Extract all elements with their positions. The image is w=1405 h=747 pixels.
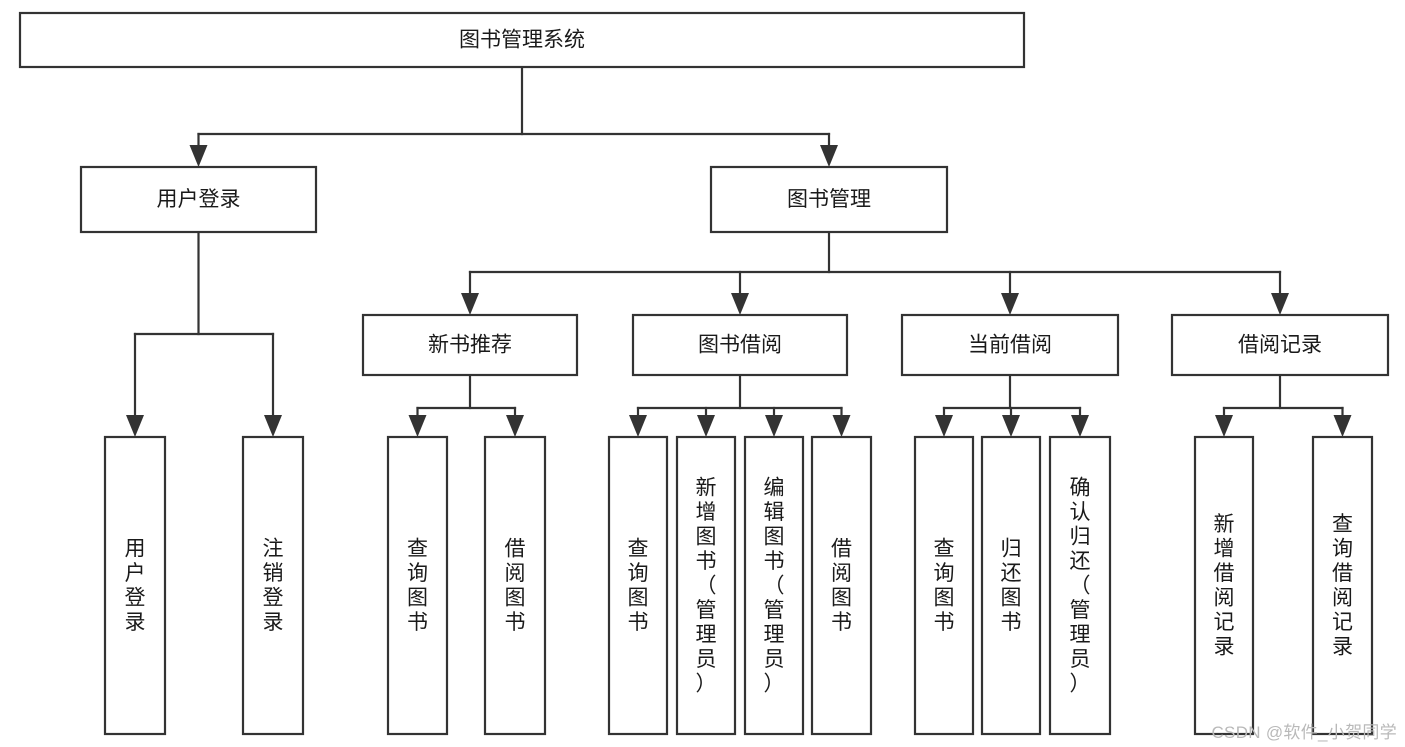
node-root[interactable]: 图书管理系统 [18, 11, 1026, 69]
arrow-head-icon-borrow-record [1271, 293, 1289, 315]
arrow-head-icon-query-book-2 [629, 415, 647, 437]
node-box-query-book-1 [386, 435, 449, 736]
node-label-return-book: 归还图书 [1001, 538, 1022, 635]
node-box-current-borrow [900, 313, 1120, 377]
node-box-query-borrow-record [1311, 435, 1374, 736]
arrow-head-icon-query-book-1 [408, 415, 427, 437]
arrow-head-icon-user-logout [264, 415, 282, 437]
node-query-book-3[interactable]: 查询图书 [913, 435, 975, 736]
node-box-query-book-2 [607, 435, 669, 736]
node-box-new-book-recommend [361, 313, 579, 377]
node-user-logout[interactable]: 注销登录 [241, 435, 305, 736]
node-box-add-borrow-record [1193, 435, 1255, 736]
node-current-borrow[interactable]: 当前借阅 [900, 313, 1120, 377]
node-label-root: 图书管理系统 [459, 29, 585, 52]
node-box-return-book [980, 435, 1042, 736]
arrow-head-icon-query-borrow-record [1333, 415, 1352, 437]
node-query-borrow-record[interactable]: 查询借阅记录 [1311, 435, 1374, 736]
node-return-book[interactable]: 归还图书 [980, 435, 1042, 736]
arrow-head-icon-confirm-return-admin [1071, 415, 1089, 437]
node-book-manage[interactable]: 图书管理 [709, 165, 949, 234]
node-user-login[interactable]: 用户登录 [79, 165, 318, 234]
node-edit-book-admin[interactable]: 编辑图书（管理员） [743, 435, 805, 736]
node-label-book-borrow: 图书借阅 [698, 334, 782, 357]
node-box-query-book-3 [913, 435, 975, 736]
node-label-borrow-record: 借阅记录 [1238, 334, 1322, 357]
node-label-user-login-do: 用户登录 [125, 538, 146, 635]
nodes-layer: 图书管理系统用户登录图书管理用户登录注销登录新书推荐查询图书借阅图书图书借阅查询… [18, 11, 1390, 736]
node-box-user-login-do [103, 435, 167, 736]
arrow-head-icon-book-manage [820, 145, 838, 167]
node-label-user-logout: 注销登录 [263, 538, 284, 635]
node-label-query-book-2: 查询图书 [628, 538, 649, 635]
node-label-query-book-3: 查询图书 [934, 538, 955, 635]
node-label-query-book-1: 查询图书 [407, 538, 428, 635]
arrow-head-icon-new-book-recommend [461, 293, 479, 315]
node-box-edit-book-admin [743, 435, 805, 736]
node-query-book-1[interactable]: 查询图书 [386, 435, 449, 736]
node-new-book-recommend[interactable]: 新书推荐 [361, 313, 579, 377]
node-box-confirm-return-admin [1048, 435, 1112, 736]
node-box-borrow-book-2 [810, 435, 873, 736]
arrow-head-icon-current-borrow [1001, 293, 1019, 315]
node-box-user-logout [241, 435, 305, 736]
node-label-book-manage: 图书管理 [787, 188, 871, 211]
node-label-edit-book-admin: 编辑图书（管理员） [764, 476, 785, 695]
arrow-head-icon-borrow-book-2 [832, 415, 851, 437]
arrow-head-icon-query-book-3 [935, 415, 953, 437]
node-user-login-do[interactable]: 用户登录 [103, 435, 167, 736]
node-box-root [18, 11, 1026, 69]
node-query-book-2[interactable]: 查询图书 [607, 435, 669, 736]
node-borrow-record[interactable]: 借阅记录 [1170, 313, 1390, 377]
node-label-query-borrow-record: 查询借阅记录 [1332, 513, 1353, 659]
node-borrow-book-1[interactable]: 借阅图书 [483, 435, 547, 736]
node-label-add-book-admin: 新增图书（管理员） [696, 476, 717, 695]
arrow-head-icon-user-login [189, 145, 208, 167]
node-box-add-book-admin [675, 435, 737, 736]
node-box-book-borrow [631, 313, 849, 377]
node-label-confirm-return-admin: 确认归还（管理员） [1070, 476, 1091, 695]
node-box-borrow-book-1 [483, 435, 547, 736]
node-label-borrow-book-1: 借阅图书 [505, 538, 526, 635]
arrow-head-icon-user-login-do [126, 415, 144, 437]
arrow-head-icon-edit-book-admin [765, 415, 783, 437]
arrow-head-icon-add-borrow-record [1215, 415, 1233, 437]
arrow-head-icon-borrow-book-1 [506, 415, 524, 437]
node-box-book-manage [709, 165, 949, 234]
watermark-text: CSDN @软件_小贺同学 [1211, 723, 1397, 742]
arrow-head-icon-book-borrow [731, 293, 749, 315]
node-book-borrow[interactable]: 图书借阅 [631, 313, 849, 377]
node-label-add-borrow-record: 新增借阅记录 [1214, 513, 1235, 659]
connectors-layer [126, 65, 1352, 437]
node-label-borrow-book-2: 借阅图书 [831, 538, 852, 635]
node-label-current-borrow: 当前借阅 [968, 334, 1052, 357]
node-add-book-admin[interactable]: 新增图书（管理员） [675, 435, 737, 736]
node-borrow-book-2[interactable]: 借阅图书 [810, 435, 873, 736]
node-label-user-login: 用户登录 [157, 188, 241, 211]
node-box-user-login [79, 165, 318, 234]
node-box-borrow-record [1170, 313, 1390, 377]
arrow-head-icon-return-book [1002, 415, 1020, 437]
node-add-borrow-record[interactable]: 新增借阅记录 [1193, 435, 1255, 736]
node-confirm-return-admin[interactable]: 确认归还（管理员） [1048, 435, 1112, 736]
node-label-new-book-recommend: 新书推荐 [428, 334, 512, 357]
arrow-head-icon-add-book-admin [697, 415, 715, 437]
